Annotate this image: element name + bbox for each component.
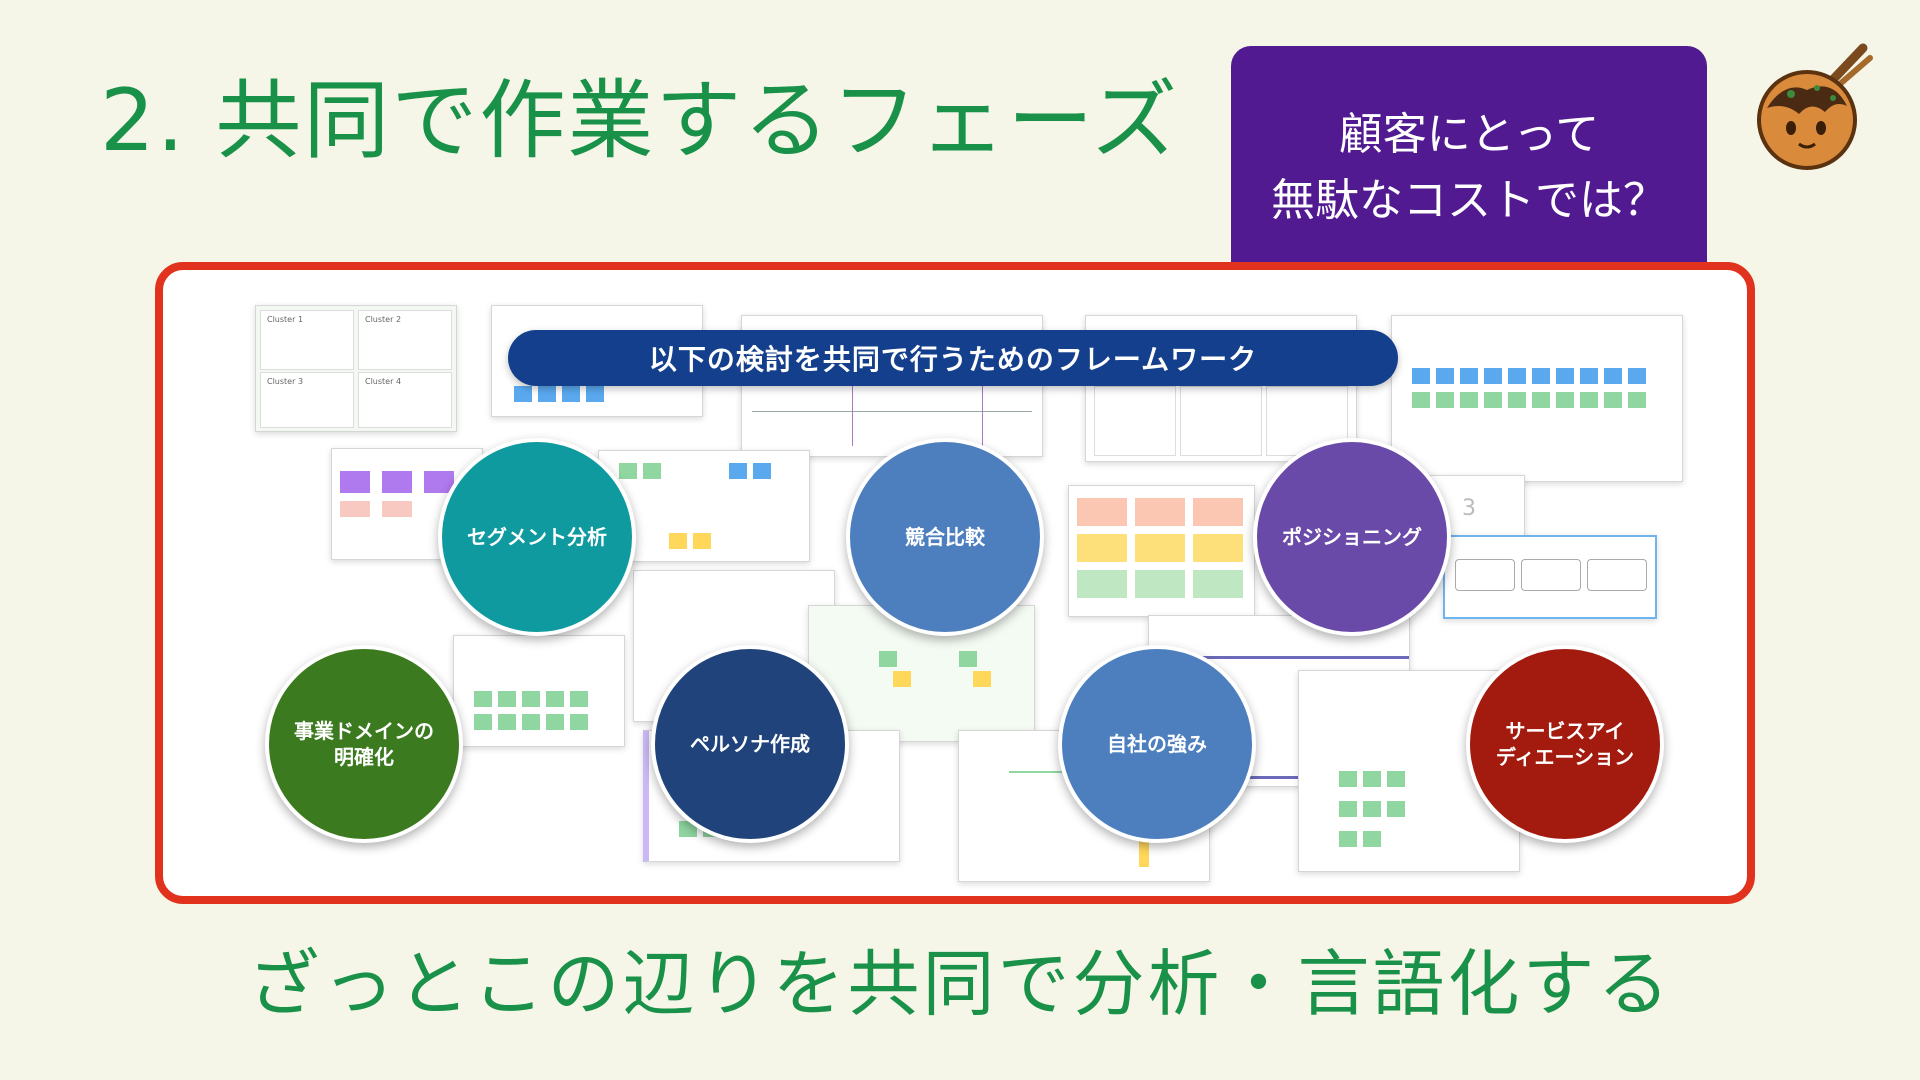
slide-title: 2. 共同で作業するフェーズ xyxy=(100,71,1180,171)
competitive-grid-card xyxy=(1068,485,1255,617)
segment-analysis-label: セグメント分析 xyxy=(467,525,607,549)
own-strength-circle: 自社の強み xyxy=(1058,645,1256,843)
framework-frame: Cluster 1 Cluster 2 Cluster 3 Cluster 4 xyxy=(155,262,1755,904)
domain-sticky-card xyxy=(453,635,625,747)
competitive-comparison-circle: 競合比較 xyxy=(846,438,1044,636)
speech-bubble: 顧客にとって 無駄なコストでは？ xyxy=(1231,46,1707,325)
service-ideation-circle: サービスアイ ディエーション xyxy=(1466,645,1664,843)
bubble-line-2: 無駄なコストでは？ xyxy=(1271,174,1667,226)
own-strength-label: 自社の強み xyxy=(1107,732,1207,756)
ideation-board-card xyxy=(1443,535,1657,619)
persona-creation-label: ペルソナ作成 xyxy=(690,732,810,756)
positioning-circle: ポジショニング xyxy=(1253,438,1451,636)
segment-analysis-circle: セグメント分析 xyxy=(438,438,636,636)
segment-sticky-card xyxy=(1391,315,1683,482)
cluster-label-2: Cluster 2 xyxy=(365,315,402,324)
competitive-comparison-label: 競合比較 xyxy=(905,525,985,549)
takoyaki-mascot-icon xyxy=(1757,43,1873,170)
bubble-line-1: 顧客にとって xyxy=(1338,108,1600,160)
positioning-label: ポジショニング xyxy=(1282,525,1422,549)
business-domain-label: 事業ドメインの 明確化 xyxy=(294,719,434,769)
bottom-caption: ざっとこの辺りを共同で分析・言語化する xyxy=(247,942,1673,1026)
cluster-label-3: Cluster 3 xyxy=(267,377,304,386)
service-ideation-label: サービスアイ ディエーション xyxy=(1495,719,1635,769)
persona-creation-circle: ペルソナ作成 xyxy=(651,645,849,843)
cluster-label-1: Cluster 1 xyxy=(267,315,304,324)
business-domain-circle: 事業ドメインの 明確化 xyxy=(265,645,463,843)
framework-banner: 以下の検討を共同で行うためのフレームワーク xyxy=(508,330,1398,386)
card-number: 3 xyxy=(1462,496,1476,521)
cluster-card: Cluster 1 Cluster 2 Cluster 3 Cluster 4 xyxy=(255,305,457,432)
cluster-label-4: Cluster 4 xyxy=(365,377,402,386)
